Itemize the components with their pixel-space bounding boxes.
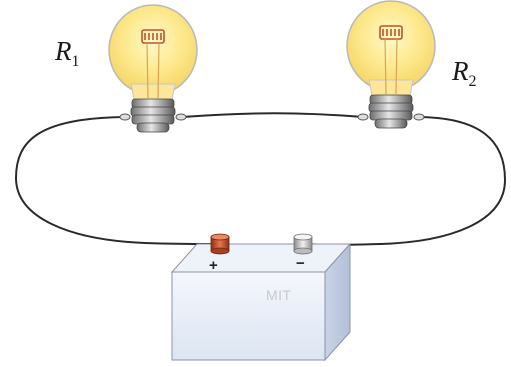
contact-left (119, 113, 131, 121)
bulb-r1 (108, 4, 198, 133)
label-r2: R2 (451, 56, 477, 90)
battery-brand: MIT (266, 287, 292, 303)
filament-icon (141, 29, 165, 99)
bulb-r2 (346, 0, 436, 129)
positive-sign: + (209, 257, 218, 274)
label-r1: R1 (54, 36, 80, 70)
negative-terminal (293, 233, 313, 255)
battery: MIT + − (170, 233, 352, 362)
bulb-glass (108, 4, 198, 96)
contact-left (357, 113, 369, 121)
wire-bulb1-to-bulb2 (181, 112, 364, 118)
wire-bulb1-to-positive (14, 116, 213, 245)
contact-right (175, 113, 187, 121)
positive-terminal (210, 233, 230, 255)
negative-sign: − (296, 255, 305, 272)
bulb-glass (346, 0, 436, 92)
bulb-neck (130, 83, 176, 101)
contact-right (413, 113, 425, 121)
wire-bulb2-to-negative (307, 116, 507, 246)
bulb-neck (368, 79, 414, 97)
battery-front (171, 271, 326, 361)
circuit-wires (14, 112, 507, 246)
battery-top (170, 243, 352, 273)
battery-side (324, 242, 351, 362)
bulb-base (368, 94, 414, 129)
bulb-base (130, 98, 176, 133)
filament-icon (379, 25, 403, 95)
